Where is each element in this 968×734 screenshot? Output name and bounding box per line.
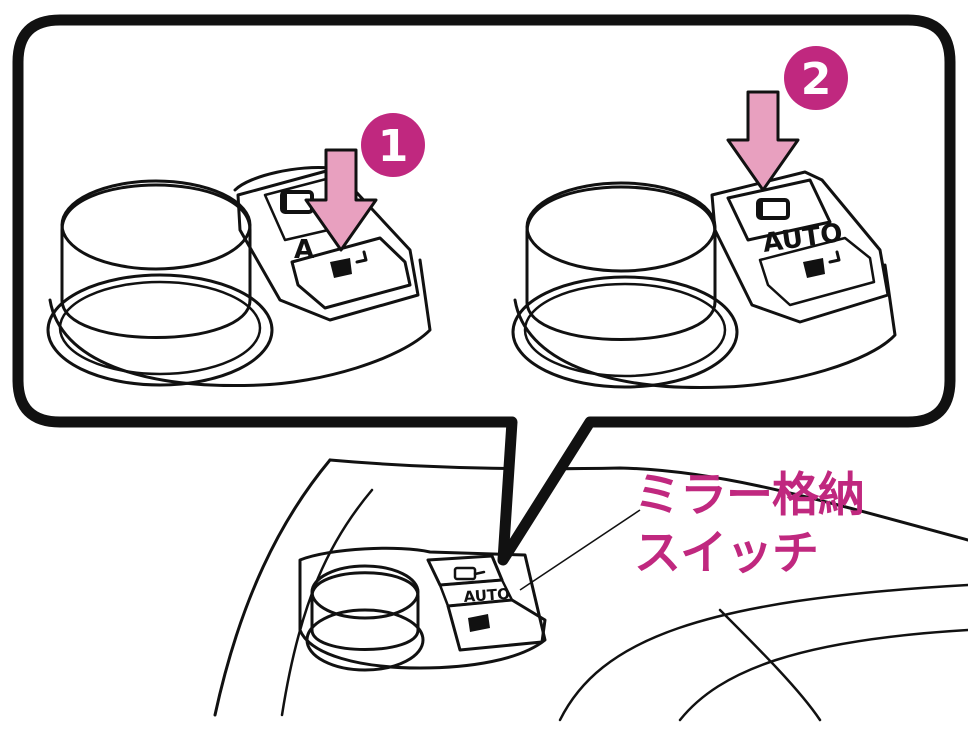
small-switch: AUTO [426,554,547,652]
step-1-badge: 1 [361,113,425,177]
switch-label-line1: ミラー格納 [634,468,865,523]
switch-label-line2: スイッチ [634,526,819,581]
mirror-fold-icon [453,566,477,581]
mirror-tilt-down-icon [468,614,490,632]
small-knob [305,564,425,672]
mirror-fold-icon [756,198,790,220]
step-2-illustration: AUTO 2 [511,46,897,389]
step-2-badge: 2 [784,46,848,110]
step-2-number: 2 [801,54,832,105]
step1-auto-label-cropped: A [294,235,314,265]
callout-bubble [12,14,956,566]
step-1-illustration: A 1 [46,113,432,388]
small-switch-auto-label: AUTO [463,585,510,606]
large-knob-1 [46,179,274,387]
step-1-number: 1 [378,121,409,172]
large-knob-2 [511,181,739,389]
door-panel-scene: AUTO [213,458,968,722]
press-arrow-2 [726,90,800,192]
mirror-tilt-down-icon [803,250,841,278]
leader-line [519,509,641,591]
mirror-tilt-down-icon [330,250,368,278]
press-arrow-1 [304,148,378,252]
